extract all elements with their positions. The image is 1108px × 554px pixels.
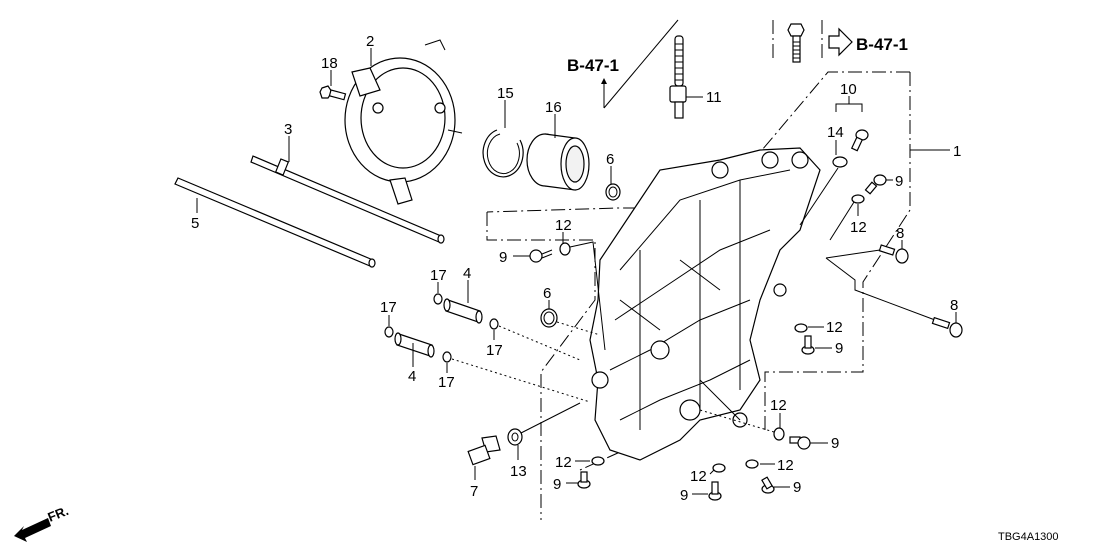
callout-5[interactable]: 5: [191, 215, 199, 232]
callout-6a[interactable]: 6: [606, 151, 614, 168]
guide-12a: [569, 241, 606, 351]
callout-11[interactable]: 11: [706, 89, 722, 106]
part-17-washer-c[interactable]: [384, 326, 394, 338]
callout-8b[interactable]: 8: [950, 297, 958, 314]
callout-12g[interactable]: 12: [850, 219, 867, 236]
part-17-washer-a[interactable]: [433, 293, 443, 305]
callout-8a[interactable]: 8: [896, 225, 904, 242]
part-18-bolt[interactable]: [319, 85, 347, 101]
part-6-seal-upper[interactable]: [605, 183, 621, 201]
part-9-bolt-b[interactable]: [577, 471, 591, 489]
guide-14: [799, 167, 839, 226]
leader-12c: [709, 469, 715, 475]
part-13-washer[interactable]: [507, 428, 523, 446]
arrow-right-outline-icon: [828, 27, 853, 57]
callout-12a[interactable]: 12: [555, 217, 572, 234]
guide-12g: [829, 201, 855, 241]
part-16-bearing[interactable]: [526, 133, 590, 191]
part-9-bolt-e[interactable]: [789, 436, 811, 450]
callout-18[interactable]: 18: [321, 55, 338, 72]
part-4-dowel-a[interactable]: [443, 298, 483, 324]
part-2-cover[interactable]: [344, 39, 463, 205]
part-12-washer-e[interactable]: [773, 427, 785, 441]
part-9-bolt-d[interactable]: [761, 476, 775, 494]
part-9-bolt-f[interactable]: [801, 335, 815, 355]
part-8-bolt-a[interactable]: [878, 244, 909, 264]
callout-17c[interactable]: 17: [380, 299, 397, 316]
part-10-bolt[interactable]: [850, 129, 869, 152]
leader-10: [835, 96, 863, 112]
part-4-dowel-b[interactable]: [394, 332, 435, 358]
callout-10[interactable]: 10: [840, 81, 857, 98]
reference-leader-left: [603, 19, 679, 109]
part-14-washer[interactable]: [832, 156, 848, 168]
part-11-stud[interactable]: [669, 35, 687, 119]
callout-1[interactable]: 1: [953, 143, 961, 160]
bolt-icon: [787, 23, 805, 63]
guide-13: [520, 402, 581, 434]
part-9-bolt-g[interactable]: [864, 174, 887, 195]
part-12-washer-c[interactable]: [712, 463, 726, 473]
callout-17a[interactable]: 17: [430, 267, 447, 284]
guide-17b: [498, 325, 581, 361]
part-17-washer-b[interactable]: [489, 318, 499, 330]
guide-8: [825, 249, 936, 321]
callout-12f[interactable]: 12: [826, 319, 843, 336]
callout-12d[interactable]: 12: [777, 457, 794, 474]
callout-12e[interactable]: 12: [770, 397, 787, 414]
callout-9b[interactable]: 9: [553, 476, 561, 493]
arrow-front-icon: [14, 518, 51, 542]
part-12-washer-d[interactable]: [745, 459, 759, 469]
callout-12b[interactable]: 12: [555, 454, 572, 471]
part-3-pipe[interactable]: [250, 155, 445, 244]
part-12-washer-g[interactable]: [851, 194, 865, 204]
callout-9f[interactable]: 9: [835, 340, 843, 357]
part-15-snap-ring[interactable]: [482, 129, 524, 178]
callout-16[interactable]: 16: [545, 99, 562, 116]
part-8-bolt-b[interactable]: [931, 316, 963, 338]
callout-13[interactable]: 13: [510, 463, 527, 480]
callout-9g[interactable]: 9: [895, 173, 903, 190]
reference-label-right[interactable]: B-47-1: [856, 35, 908, 54]
guide-17d: [451, 358, 591, 403]
callout-4b[interactable]: 4: [408, 368, 416, 385]
part-7-sensor[interactable]: [467, 435, 501, 466]
diagram-code: TBG4A1300: [998, 531, 1059, 543]
callout-12c[interactable]: 12: [690, 468, 707, 485]
callout-17b[interactable]: 17: [486, 342, 503, 359]
part-5-pipe[interactable]: [174, 177, 376, 268]
callout-9c[interactable]: 9: [680, 487, 688, 504]
part-12-washer-f[interactable]: [794, 323, 808, 333]
part-9-bolt-c[interactable]: [708, 481, 722, 501]
part-6-seal-lower[interactable]: [540, 308, 558, 328]
part-17-washer-d[interactable]: [442, 351, 452, 363]
callout-9e[interactable]: 9: [831, 435, 839, 452]
callout-14[interactable]: 14: [827, 124, 844, 141]
reference-link-left[interactable]: B-47-1: [567, 19, 679, 109]
transmission-case[interactable]: [589, 147, 821, 461]
part-9-bolt-a[interactable]: [529, 249, 553, 263]
callout-9a[interactable]: 9: [499, 249, 507, 266]
callout-15[interactable]: 15: [497, 85, 514, 102]
part-12-washer-a[interactable]: [559, 242, 571, 256]
reference-link-right[interactable]: B-47-1: [772, 20, 908, 63]
callout-9d[interactable]: 9: [793, 479, 801, 496]
part-12-washer-b[interactable]: [591, 456, 605, 466]
callout-3[interactable]: 3: [284, 121, 292, 138]
callout-2[interactable]: 2: [366, 33, 374, 50]
callout-17d[interactable]: 17: [438, 374, 455, 391]
callout-6b[interactable]: 6: [543, 285, 551, 302]
front-indicator: FR.: [14, 503, 71, 542]
arrow-up-icon: [601, 78, 607, 84]
reference-label-left[interactable]: B-47-1: [567, 56, 619, 75]
callout-4a[interactable]: 4: [463, 265, 471, 282]
front-label: FR.: [46, 503, 71, 525]
callout-7[interactable]: 7: [470, 483, 478, 500]
